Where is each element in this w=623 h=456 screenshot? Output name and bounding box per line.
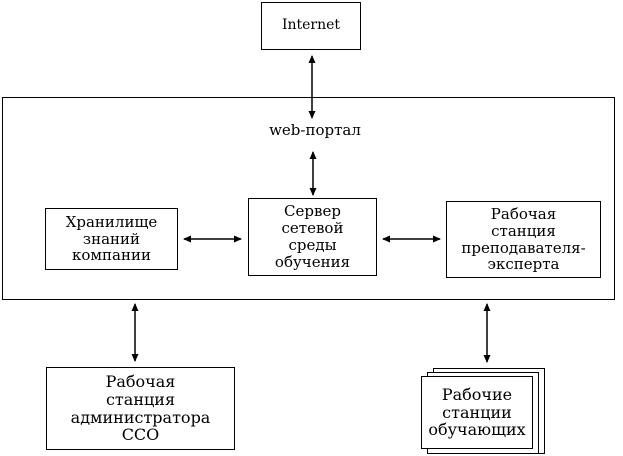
admin-workstation-box: Рабочая станция администратора ССО (46, 367, 235, 450)
learning-server-box: Сервер сетевой среды обучения (248, 198, 377, 276)
internet-box: Internet (261, 2, 361, 50)
web-portal-label: web-портал (269, 121, 361, 139)
knowledge-store-box: Хранилище знаний компании (45, 208, 178, 270)
student-workstations-box: Рабочие станции обучающих (421, 376, 533, 449)
teacher-workstation-box: Рабочая станция преподавателя- эксперта (446, 201, 601, 278)
